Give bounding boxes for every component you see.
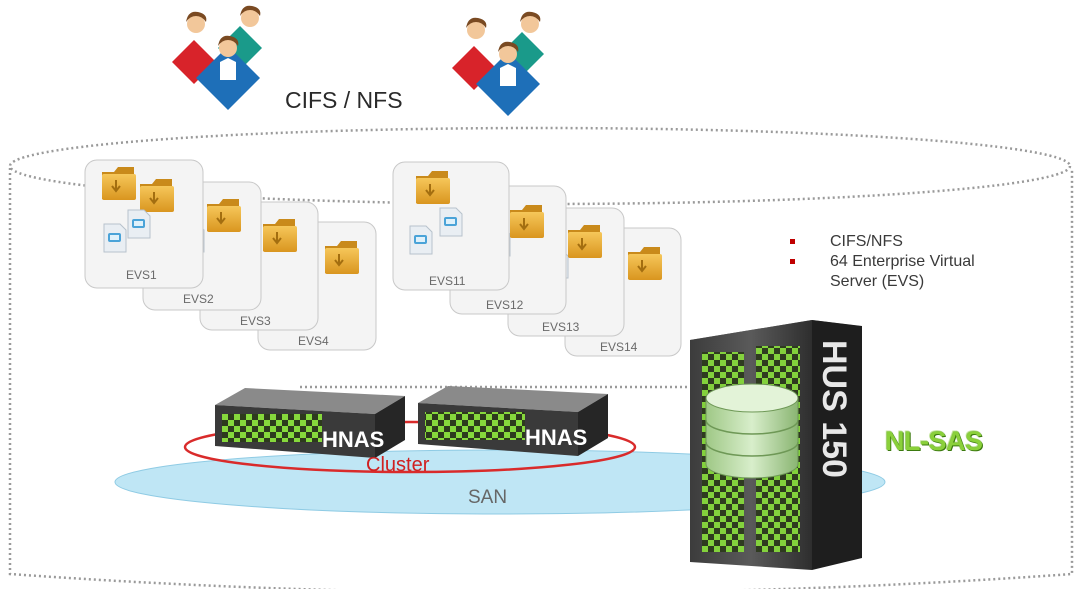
evs-label: EVS3 bbox=[240, 314, 271, 328]
san-label: SAN bbox=[468, 487, 508, 508]
hnas-server-2 bbox=[418, 386, 608, 456]
database-icon bbox=[705, 383, 799, 479]
hnas-label-2: HNAS bbox=[525, 425, 587, 450]
cluster-label: Cluster bbox=[366, 454, 430, 476]
domain-boundary bbox=[8, 126, 1074, 589]
disk-type-label: NL-SAS bbox=[885, 426, 983, 456]
evs-card-1 bbox=[84, 159, 204, 289]
evs-group-b bbox=[392, 161, 682, 357]
feature-item-continuation: Server (EVS) bbox=[830, 273, 925, 290]
evs-label: EVS4 bbox=[298, 334, 329, 348]
cluster-ring bbox=[183, 420, 637, 474]
evs-group-a bbox=[84, 159, 377, 351]
evs-label: EVS11 bbox=[429, 274, 466, 288]
user-group-right-icon bbox=[452, 11, 544, 116]
storage-label: HUS 150 bbox=[815, 340, 853, 478]
evs-label: EVS13 bbox=[542, 320, 580, 334]
evs-label: EVS14 bbox=[600, 340, 638, 354]
feature-list: CIFS/NFS 64 Enterprise Virtual Server (E… bbox=[790, 232, 975, 292]
feature-item: 64 Enterprise Virtual bbox=[790, 252, 975, 272]
storage-link bbox=[300, 385, 706, 472]
feature-item: CIFS/NFS bbox=[790, 232, 975, 252]
hnas-server-1 bbox=[215, 388, 405, 458]
evs-card-11 bbox=[392, 161, 510, 291]
evs-label: EVS2 bbox=[183, 292, 214, 306]
user-group-left-icon bbox=[172, 5, 262, 110]
hnas-label-1: HNAS bbox=[322, 427, 384, 452]
protocol-label: CIFS / NFS bbox=[285, 87, 403, 113]
evs-label: EVS12 bbox=[486, 298, 524, 312]
evs-label: EVS1 bbox=[126, 268, 157, 282]
